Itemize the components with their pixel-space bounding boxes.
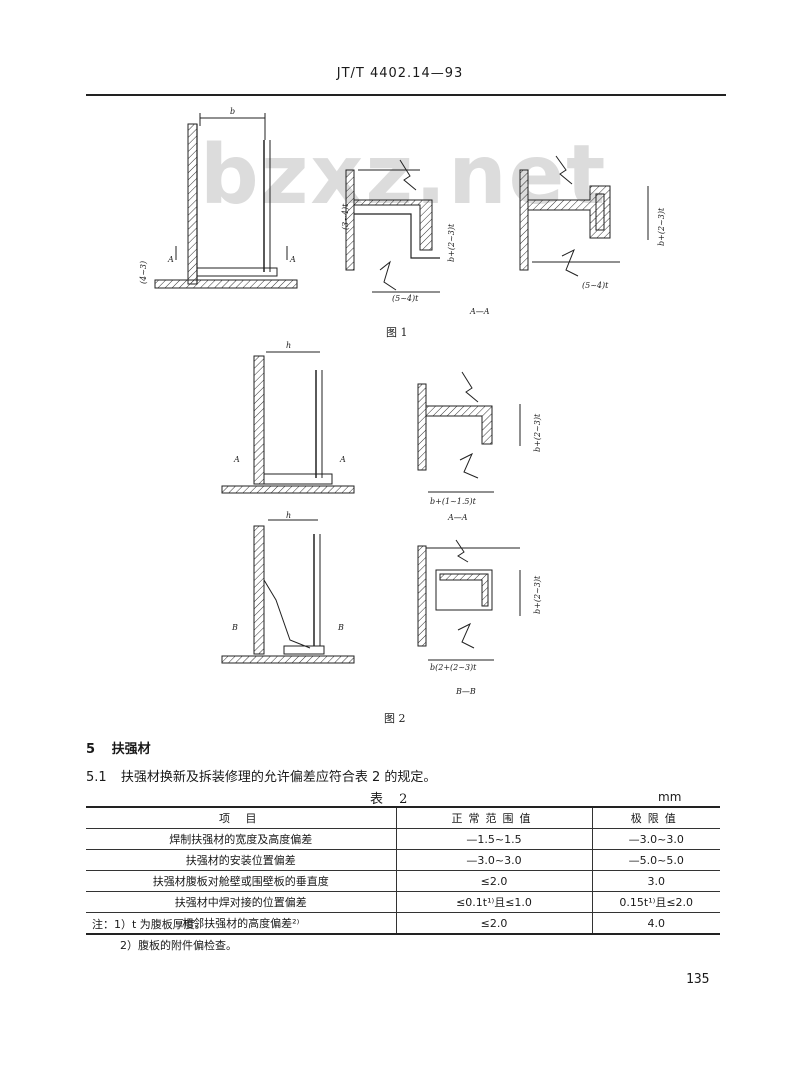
fig2-bottom-dim-v: b+(2~3)t: [533, 575, 542, 614]
fig2-top-dim-v: b+(2~3)t: [533, 413, 542, 452]
table-notes: 注：1）t 为腹板厚度。 2）腹板的附件偏检查。: [92, 914, 237, 956]
fig2-top-dim-h: b+(1~1.5)t: [430, 497, 477, 506]
fig2-section-mark-a-right: A: [339, 455, 346, 464]
fig1-elevation: b A A (4~3): [139, 107, 298, 289]
section-heading: 5 扶强材: [86, 738, 151, 757]
header-limit: 极限值: [591, 806, 720, 829]
row-normal: ≤2.0: [395, 912, 593, 935]
fig2-section-bottom: b(2+(2~3)t b+(2~3)t B—B: [417, 539, 542, 696]
row-normal: ≤0.1t¹⁾且≤1.0: [395, 891, 593, 913]
table-row: 相邻扶强材的高度偏差²⁾ ≤2.0 4.0: [86, 912, 720, 935]
table-row: 焊制扶强材的宽度及高度偏差 —1.5~1.5 —3.0~3.0: [86, 828, 720, 850]
fig1-section-label: A—A: [469, 307, 490, 316]
table-row: 扶强材中焊对接的位置偏差 ≤0.1t¹⁾且≤1.0 0.15t¹⁾且≤2.0: [86, 891, 720, 913]
row-normal: —1.5~1.5: [395, 828, 593, 850]
fig2-bottom-section: B—B: [455, 687, 476, 696]
tolerance-table: 项 目 正常范围值 极限值 焊制扶强材的宽度及高度偏差 —1.5~1.5 —3.…: [86, 806, 720, 935]
row-item: 相邻扶强材的高度偏差²⁾: [86, 912, 397, 935]
fig2-elevation-top: h A A: [221, 341, 355, 494]
row-normal: ≤2.0: [395, 870, 593, 892]
fig1-dim-vertical-2: b+(2~3)t: [447, 223, 456, 262]
fig1-dim-bottom: (5~4)t: [392, 294, 419, 303]
row-item: 扶强材中焊对接的位置偏差: [86, 891, 397, 913]
fig1-right-dim-bottom: (5~4)t: [582, 281, 609, 290]
technical-drawings: b A A (4~3) (5~4)t (3~4)t b+(2~3)t (5~4)…: [139, 107, 666, 725]
header-normal-range: 正常范围值: [395, 806, 593, 829]
fig2-bottom-dim-h: h: [286, 511, 291, 520]
paragraph-text: 扶强材换新及拆装修理的允许偏差应符合表 2 的规定。: [120, 770, 437, 785]
row-limit: 4.0: [591, 912, 720, 935]
row-item: 焊制扶强材的宽度及高度偏差: [86, 828, 397, 850]
fig2-section-mark-b-left: B: [231, 623, 238, 632]
fig2-dim-h: h: [286, 341, 291, 350]
table-row: 扶强材的安装位置偏差 —3.0~3.0 —5.0~5.0: [86, 849, 720, 871]
fig2-section-mark-a-left: A: [233, 455, 240, 464]
row-item: 扶强材腹板对舱壁或围壁板的垂直度: [86, 870, 397, 892]
fig2-top-section: A—A: [447, 513, 468, 522]
row-limit: —5.0~5.0: [591, 849, 720, 871]
page-number: 135: [686, 972, 710, 987]
table-header-row: 项 目 正常范围值 极限值: [86, 806, 720, 829]
note-1: 注：1）t 为腹板厚度。: [92, 918, 206, 931]
running-header: JT/T 4402.14—93: [336, 66, 464, 81]
fig1-section-mark-right: A: [289, 255, 296, 264]
section-number: 5: [86, 742, 96, 757]
section-title: 扶强材: [111, 742, 151, 757]
paragraph-number: 5.1: [86, 770, 107, 785]
fig1-section-detail-right: (5~4)t b+(2~3)t A—A: [469, 155, 666, 316]
table-caption: 表 2: [370, 792, 414, 807]
fig1-section-detail: (5~4)t (3~4)t b+(2~3)t: [341, 159, 456, 303]
header-rule: [86, 94, 726, 96]
fig1-caption: 图 1: [386, 326, 408, 339]
table-unit: mm: [658, 790, 682, 804]
note-2: 2）腹板的附件偏检查。: [120, 939, 237, 952]
fig1-dim-b: b: [230, 107, 235, 116]
fig2-section-top: b+(1~1.5)t b+(2~3)t A—A: [417, 371, 542, 522]
fig2-section-mark-b-right: B: [337, 623, 344, 632]
fig2-elevation-bottom: h B B: [221, 511, 355, 664]
fig1-dim-vertical: (3~4)t: [341, 203, 350, 230]
header-item: 项 目: [86, 806, 397, 829]
table-row: 扶强材腹板对舱壁或围壁板的垂直度 ≤2.0 3.0: [86, 870, 720, 892]
fig1-section-mark-left: A: [167, 255, 174, 264]
row-item: 扶强材的安装位置偏差: [86, 849, 397, 871]
row-limit: 0.15t¹⁾且≤2.0: [591, 891, 720, 913]
fig2-caption: 图 2: [384, 712, 406, 725]
fig1-dim-height: (4~3): [139, 261, 148, 284]
fig1-right-dim-vertical: b+(2~3)t: [657, 207, 666, 246]
paragraph-5-1: 5.1 扶强材换新及拆装修理的允许偏差应符合表 2 的规定。: [86, 766, 436, 785]
row-limit: 3.0: [591, 870, 720, 892]
fig2-bottom-dim-width: b(2+(2~3)t: [430, 663, 477, 672]
row-normal: —3.0~3.0: [395, 849, 593, 871]
row-limit: —3.0~3.0: [591, 828, 720, 850]
